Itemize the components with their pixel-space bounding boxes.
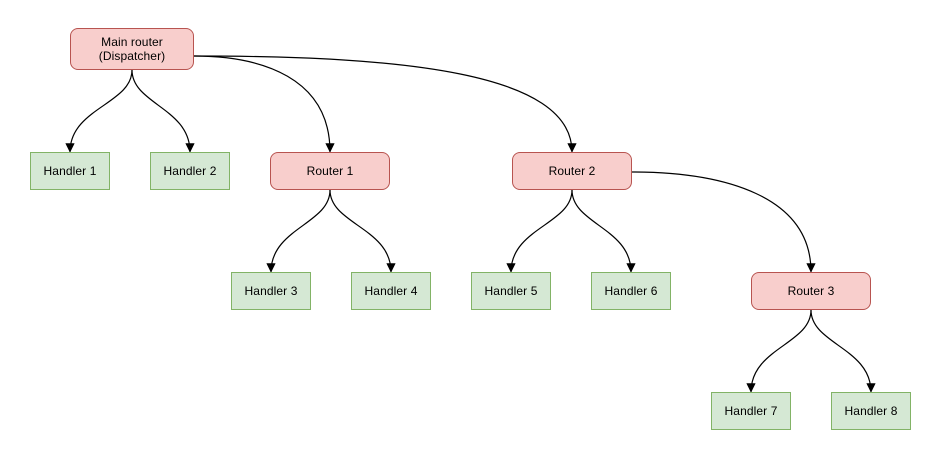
arrow-head-icon	[65, 143, 75, 153]
edge-curve	[810, 309, 872, 393]
edge-curve	[270, 189, 331, 273]
edge-curve	[193, 55, 573, 153]
edge-edge-router-1-handler-4	[329, 189, 396, 273]
arrow-head-icon	[567, 143, 577, 153]
arrow-head-icon	[386, 263, 396, 273]
node-handler-2[interactable]: Handler 2	[150, 152, 230, 190]
edge-edge-main-router-1	[193, 55, 335, 153]
node-label: Handler 5	[484, 284, 538, 298]
node-router-2[interactable]: Router 2	[512, 152, 632, 190]
node-label: Handler 6	[604, 284, 658, 298]
node-handler-7[interactable]: Handler 7	[711, 392, 791, 430]
edge-edge-main-handler-2	[131, 69, 195, 153]
node-handler-8[interactable]: Handler 8	[831, 392, 911, 430]
edge-curve	[750, 309, 812, 393]
edge-curve	[571, 189, 632, 273]
arrow-head-icon	[266, 263, 276, 273]
edge-curve	[329, 189, 392, 273]
edge-curve	[631, 171, 812, 273]
edge-edge-router-1-handler-3	[266, 189, 331, 273]
node-handler-1[interactable]: Handler 1	[30, 152, 110, 190]
node-label: Handler 1	[43, 164, 97, 178]
node-label: Handler 8	[844, 404, 898, 418]
edge-curve	[69, 69, 133, 153]
node-handler-5[interactable]: Handler 5	[471, 272, 551, 310]
edge-curve	[131, 69, 191, 153]
node-label: Router 1	[306, 164, 354, 178]
edge-edge-router-2-handler-6	[571, 189, 636, 273]
edge-edge-router-2-router-3	[631, 171, 816, 273]
node-router-1[interactable]: Router 1	[270, 152, 390, 190]
node-label: Main router (Dispatcher)	[98, 35, 166, 63]
edge-edge-main-handler-1	[65, 69, 133, 153]
arrow-head-icon	[185, 143, 195, 153]
arrow-head-icon	[866, 383, 876, 393]
arrow-head-icon	[325, 143, 335, 153]
node-label: Handler 2	[163, 164, 217, 178]
edge-edge-router-3-handler-7	[746, 309, 812, 393]
node-handler-6[interactable]: Handler 6	[591, 272, 671, 310]
node-label: Router 2	[548, 164, 596, 178]
arrow-head-icon	[806, 263, 816, 273]
edge-edge-main-router-2	[193, 55, 577, 153]
edge-curve	[510, 189, 573, 273]
node-router-3[interactable]: Router 3	[751, 272, 871, 310]
node-label: Handler 7	[724, 404, 778, 418]
arrow-head-icon	[626, 263, 636, 273]
arrow-head-icon	[746, 383, 756, 393]
node-label: Router 3	[787, 284, 835, 298]
node-label: Handler 3	[244, 284, 298, 298]
edge-curve	[193, 55, 331, 153]
node-main-router[interactable]: Main router (Dispatcher)	[70, 28, 194, 70]
node-handler-4[interactable]: Handler 4	[351, 272, 431, 310]
edge-edge-router-3-handler-8	[810, 309, 876, 393]
edge-edge-router-2-handler-5	[506, 189, 573, 273]
node-label: Handler 4	[364, 284, 418, 298]
node-handler-3[interactable]: Handler 3	[231, 272, 311, 310]
arrow-head-icon	[506, 263, 516, 273]
